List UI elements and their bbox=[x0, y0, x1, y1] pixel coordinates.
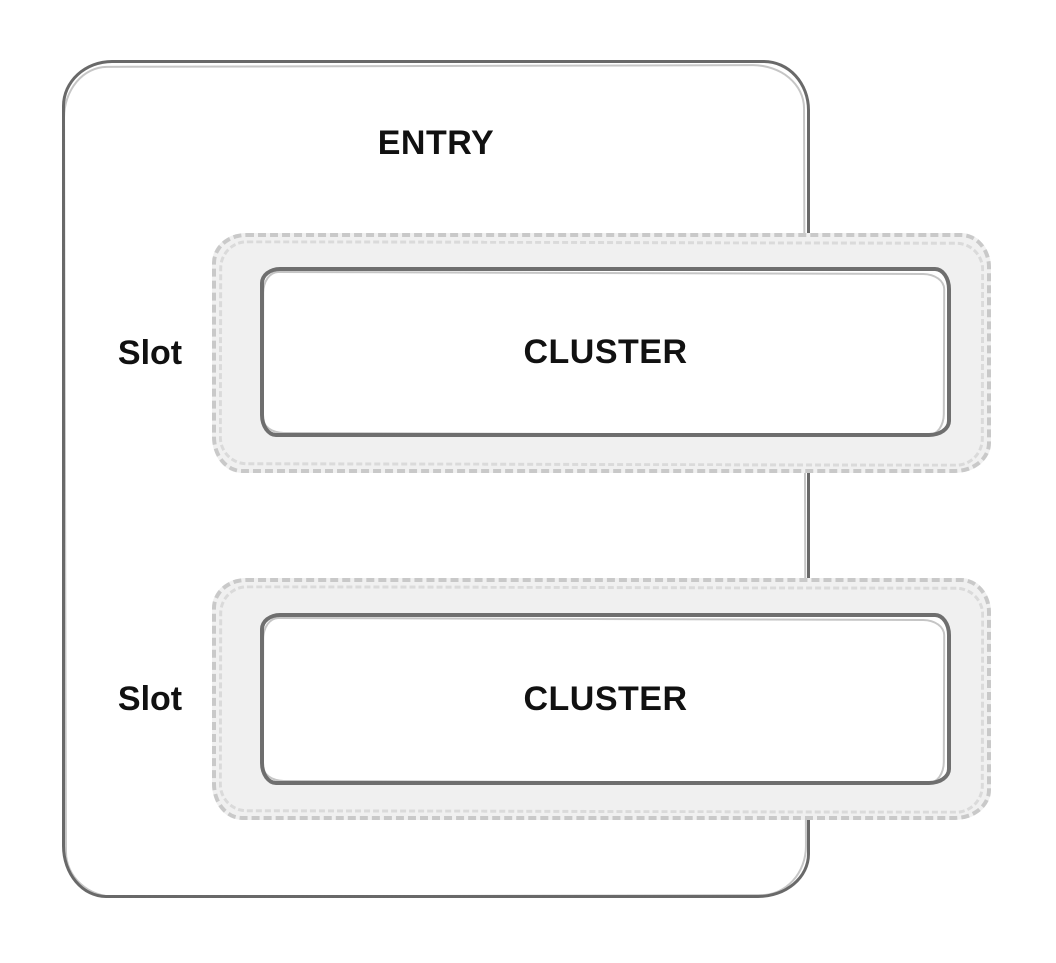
slot-box-1: CLUSTER bbox=[212, 233, 991, 473]
slot-label-1: Slot bbox=[117, 333, 183, 372]
cluster-label-2: CLUSTER bbox=[523, 679, 688, 718]
cluster-box-1: CLUSTER bbox=[260, 267, 951, 437]
cluster-label-1: CLUSTER bbox=[523, 332, 688, 371]
slot-box-2: CLUSTER bbox=[212, 578, 991, 820]
slot-label-2: Slot bbox=[117, 679, 183, 718]
entry-label: ENTRY bbox=[377, 124, 495, 162]
cluster-box-2: CLUSTER bbox=[260, 613, 951, 785]
entry-box bbox=[62, 60, 810, 898]
